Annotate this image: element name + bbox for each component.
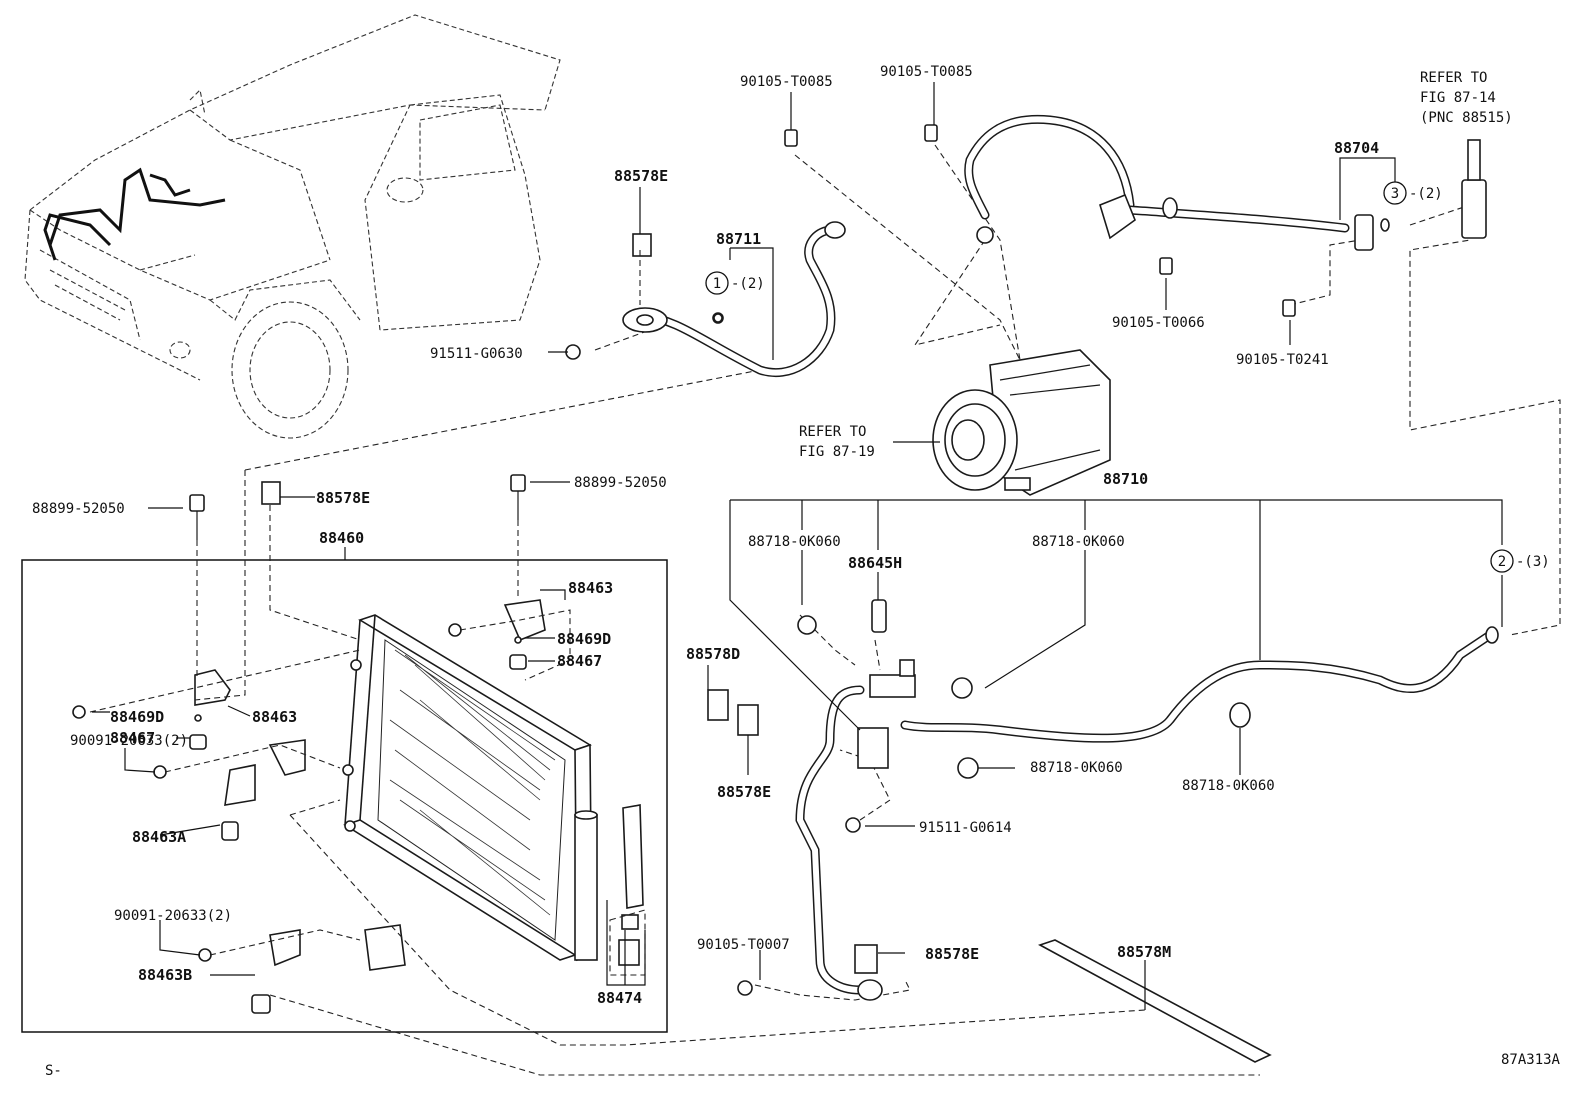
- part-number-label: 88467: [557, 652, 602, 670]
- part-number-label: 88578E: [614, 167, 668, 185]
- cushion-blocks: [707, 689, 878, 974]
- compressor: [932, 349, 1111, 496]
- part-number-label: 90105-T0066: [1112, 315, 1205, 331]
- part-labels: 90105-T0085 90105-T0085 88578E 88711 91511-G…: [32, 64, 1379, 1007]
- valve-reference-line: FIG 87-14: [1420, 90, 1496, 106]
- part-number-label: 88718-0K060: [1030, 760, 1123, 776]
- part-number-label: 88645H: [848, 554, 902, 572]
- condenser-brackets: [72, 233, 652, 1014]
- callout-3-count: -(2): [1409, 186, 1443, 202]
- discharge-hose: [622, 221, 846, 378]
- suction-hose: [964, 114, 1390, 251]
- part-number-label: 88718-0K060: [748, 534, 841, 550]
- part-number-label: 88469D: [110, 708, 164, 726]
- part-number-label: 88711: [716, 230, 761, 248]
- part-number-label: 88467: [110, 729, 155, 747]
- callout-1-number: 1: [713, 276, 721, 292]
- part-number-label: 90091-20633(2): [70, 733, 188, 749]
- vehicle-illustration: [24, 14, 561, 439]
- part-number-label: 90105-T0085: [740, 74, 833, 90]
- part-number-label: 88718-0K060: [1182, 778, 1275, 794]
- part-number-label: 90105-T0241: [1236, 352, 1329, 368]
- receiver-drier: [618, 804, 644, 966]
- part-number-label: 88704: [1334, 139, 1379, 157]
- part-number-label: 88463B: [138, 966, 192, 984]
- hose-bolts: [565, 124, 1296, 996]
- part-number-label: 90105-T0085: [880, 64, 973, 80]
- part-number-label: 88463: [568, 579, 613, 597]
- part-number-label: 88474: [597, 989, 642, 1007]
- compressor-reference-line: REFER TO: [799, 424, 866, 440]
- leader-lines: [92, 82, 1503, 1010]
- condenser-core: [342, 614, 598, 962]
- callout-2: 2 -(3): [1490, 549, 1550, 573]
- callout-3-number: 3: [1391, 186, 1399, 202]
- part-number-label: 88578E: [717, 783, 771, 801]
- part-number-label: 88463: [252, 708, 297, 726]
- part-number-label: 88578E: [316, 489, 370, 507]
- callout-1-count: -(2): [731, 276, 765, 292]
- part-number-label: 88718-0K060: [1032, 534, 1125, 550]
- part-number-label: 88578D: [686, 645, 740, 663]
- part-number-label: 90091-20633(2): [114, 908, 232, 924]
- part-number-label: 88469D: [557, 630, 611, 648]
- valve-reference: REFER TO FIG 87-14 (PNC 88515): [1420, 70, 1513, 126]
- part-number-label: 88899-52050: [574, 475, 667, 491]
- part-number-label: 91511-G0614: [919, 820, 1012, 836]
- compressor-reference: REFER TO FIG 87-19: [799, 424, 875, 460]
- dashed-guides: [89, 144, 1561, 1076]
- valve-reference-line: REFER TO: [1420, 70, 1487, 86]
- valve-reference-line: (PNC 88515): [1420, 110, 1513, 126]
- expansion-valve: [1461, 139, 1487, 239]
- callout-2-number: 2: [1498, 554, 1506, 570]
- corner-mark: S-: [45, 1063, 62, 1079]
- part-number-label: 88460: [319, 529, 364, 547]
- part-number-label: 90105-T0007: [697, 937, 790, 953]
- callout-1: 1 -(2): [705, 271, 765, 295]
- figure-code: 87A313A: [1501, 1052, 1561, 1068]
- part-number-label: 91511-G0630: [430, 346, 523, 362]
- part-number-label: 88578M: [1117, 943, 1171, 961]
- part-number-label: 88463A: [132, 828, 186, 846]
- callout-2-count: -(3): [1516, 554, 1550, 570]
- callout-3: 3 -(2): [1383, 181, 1443, 205]
- part-number-label: 88710: [1103, 470, 1148, 488]
- compressor-reference-line: FIG 87-19: [799, 444, 875, 460]
- insulator-strip: [1038, 939, 1272, 1063]
- part-number-label: 88899-52050: [32, 501, 125, 517]
- liquid-tube: [795, 599, 1499, 1001]
- part-number-label: 88578E: [925, 945, 979, 963]
